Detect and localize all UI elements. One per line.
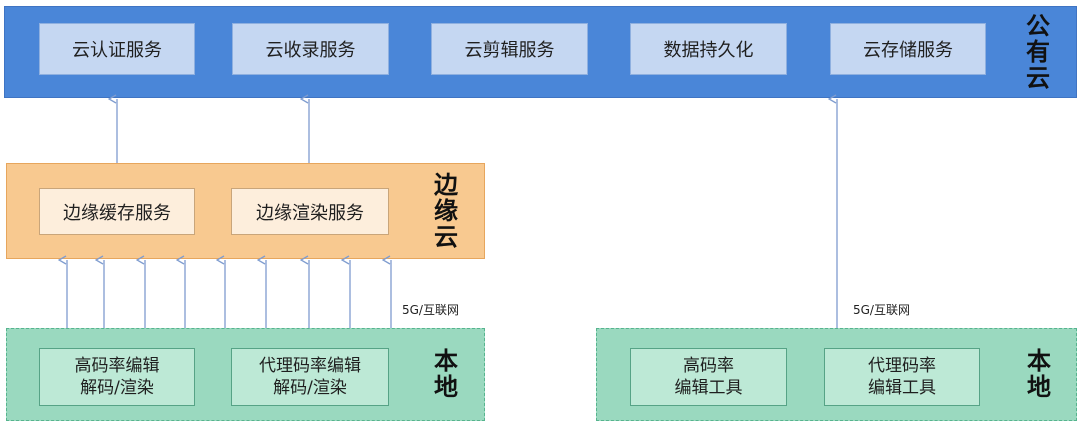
edge-cache-service: 边缘缓存服务 (39, 188, 195, 235)
network-label-left: 5G/互联网 (402, 303, 459, 317)
network-label-right: 5G/互联网 (853, 303, 910, 317)
public-cloud-label-char: 公 (1026, 12, 1050, 40)
edge-cloud-label: 边 缘 云 (426, 170, 466, 252)
box-line: 代理码率编辑 (259, 356, 361, 376)
cloud-storage-service: 云存储服务 (830, 23, 986, 75)
high-bitrate-decode-box: 高码率编辑 解码/渲染 (39, 348, 195, 406)
local-left-label: 本 地 (426, 344, 466, 404)
box-line: 高码率编辑 (74, 356, 160, 376)
box-line: 编辑工具 (868, 378, 936, 398)
high-bitrate-tool-box: 高码率 编辑工具 (630, 348, 787, 406)
public-cloud-label-char: 云 (1026, 64, 1050, 92)
proxy-bitrate-tool-box: 代理码率 编辑工具 (824, 348, 980, 406)
proxy-bitrate-decode-box: 代理码率编辑 解码/渲染 (231, 348, 389, 406)
public-cloud-label-char: 有 (1026, 38, 1050, 66)
cloud-ingest-service: 云收录服务 (232, 23, 389, 75)
edge-cloud-label-char: 云 (434, 223, 458, 251)
local-right-label: 本 地 (1019, 344, 1059, 404)
edge-render-service: 边缘渲染服务 (231, 188, 389, 235)
local-label-char: 地 (1027, 373, 1051, 401)
local-label-char: 地 (434, 373, 458, 401)
box-line: 高码率 (683, 356, 734, 376)
cloud-auth-service: 云认证服务 (39, 23, 195, 75)
box-line: 代理码率 (868, 356, 936, 376)
box-line: 编辑工具 (674, 378, 743, 398)
local-label-char: 本 (1027, 347, 1051, 375)
cloud-edit-service: 云剪辑服务 (431, 23, 588, 75)
local-label-char: 本 (434, 347, 458, 375)
data-persistence: 数据持久化 (630, 23, 787, 75)
public-cloud-label: 公 有 云 (1018, 12, 1058, 92)
box-line: 解码/渲染 (80, 378, 154, 398)
edge-cloud-label-char: 边 (434, 171, 458, 199)
box-line: 解码/渲染 (273, 378, 347, 398)
edge-cloud-label-char: 缘 (434, 197, 458, 225)
